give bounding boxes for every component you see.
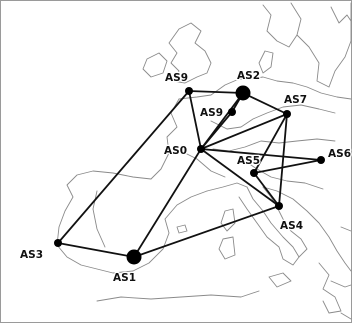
- link-as3-as1: [57, 242, 135, 258]
- node-as4: [275, 202, 283, 210]
- link-as5-as6: [253, 159, 322, 174]
- label-as9b: AS9: [200, 107, 223, 119]
- label-as9a: AS9: [165, 72, 188, 84]
- node-as6: [317, 156, 325, 164]
- node-as5: [250, 169, 258, 177]
- label-as7: AS7: [284, 94, 307, 106]
- link-as5-as4: [253, 172, 280, 207]
- link-as0-as1: [133, 148, 202, 258]
- node-as3: [54, 239, 62, 247]
- node-as0: [197, 145, 205, 153]
- label-as3: AS3: [20, 249, 43, 261]
- link-as9a-as0: [188, 90, 202, 150]
- link-as7-as4: [278, 113, 288, 207]
- link-as7-as0: [200, 113, 288, 150]
- node-as1: [126, 249, 142, 265]
- link-as9a-as3: [57, 90, 190, 244]
- label-as2: AS2: [237, 70, 260, 82]
- network-links: [57, 90, 322, 258]
- europe-map-outline: [56, 2, 352, 320]
- label-as4: AS4: [280, 220, 303, 232]
- link-as7-as5: [253, 113, 288, 174]
- node-as2: [235, 85, 251, 101]
- link-as9a-as2: [188, 90, 244, 94]
- link-as0-as4: [200, 148, 280, 207]
- link-as9b-as0: [200, 111, 233, 150]
- network-nodes: [54, 85, 325, 265]
- node-as9b: [228, 108, 236, 116]
- link-as2-as7: [242, 92, 288, 115]
- link-as0-as6: [200, 148, 322, 161]
- label-as1: AS1: [113, 272, 136, 284]
- label-as0: AS0: [164, 145, 187, 157]
- label-as6: AS6: [328, 148, 351, 160]
- node-as9a: [185, 87, 193, 95]
- link-as1-as4: [133, 205, 280, 258]
- label-as5: AS5: [237, 155, 260, 167]
- node-as7: [283, 110, 291, 118]
